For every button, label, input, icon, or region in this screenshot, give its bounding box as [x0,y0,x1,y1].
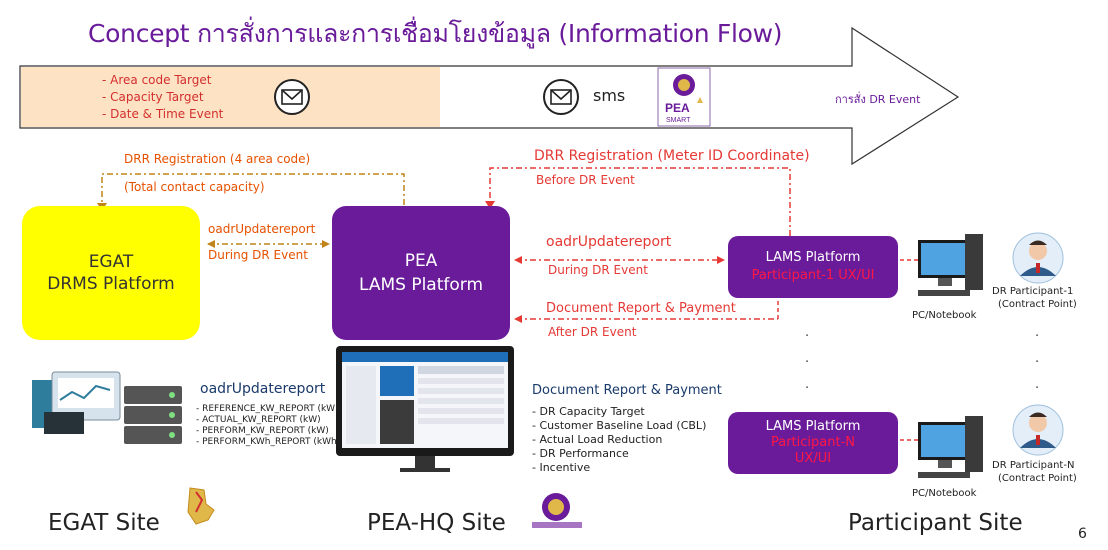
continuation-dots: ... [1035,325,1040,392]
egat-server-icon [32,371,182,444]
target-band [21,67,440,127]
pc-label-1: PC/Notebook [912,310,977,321]
lams-participant-n-box[interactable]: LAMS Platform Participant-N UX/UI [728,412,898,474]
pea-report-item: - DR Capacity Target [532,405,645,418]
participant-n-sub: (Contract Point) [998,473,1077,484]
continuation-dots: ... [805,325,810,392]
dr-command-label: การสั่ง DR Event [835,93,921,106]
pea-lams-box[interactable]: PEA LAMS Platform [332,206,510,340]
pea-report-item: - Incentive [532,461,591,474]
pea-box-line2: LAMS Platform [358,275,484,295]
lamsn-line1: LAMS Platform [765,419,861,434]
target-item: Date & Time Event [102,106,223,123]
egat-report-item: - REFERENCE_KW_REPORT (kW) [196,404,339,414]
sms-envelope-icon [543,79,579,115]
egat-box-line1: EGAT [88,252,134,272]
egat-logo [187,487,215,525]
egat-report-heading: oadrUpdatereport [200,381,326,397]
egat-report-list: - REFERENCE_KW_REPORT (kW) - ACTUAL_KW_R… [196,404,340,448]
participant-site-label: Participant Site [848,510,1023,536]
participant-1-avatar [1012,232,1064,284]
pea-report-list: - DR Capacity Target - Customer Baseline… [532,405,706,475]
pea-report-item: - Actual Load Reduction [532,433,663,446]
drr-meter-label: DRR Registration (Meter ID Coordinate) [534,148,810,164]
pea-report-heading: Document Report & Payment [532,383,722,398]
pea-part-during-label: During DR Event [548,263,648,277]
page-number: 6 [1078,526,1087,542]
pea-seal-logo [532,493,582,528]
total-capacity-label: (Total contact capacity) [124,180,265,194]
egat-pea-report-label: oadrUpdatereport [208,222,316,236]
egat-drms-box[interactable]: EGAT DRMS Platform [22,206,200,340]
drr-area-label: DRR Registration (4 area code) [124,152,311,166]
target-list: Area code Target Capacity Target Date & … [102,72,223,123]
egat-box-line2: DRMS Platform [47,274,175,294]
lams1-line1: LAMS Platform [765,250,861,265]
pea-smart-logo: PEA SMART [657,67,711,127]
pea-monitor-icon [336,346,514,472]
egat-report-item: - PERFORM_KWh_REPORT (kWh) [196,437,341,447]
participant-n-name: DR Participant-N [992,460,1075,471]
svg-text:SMART: SMART [666,117,691,124]
target-item: Capacity Target [102,89,223,106]
target-item: Area code Target [102,72,223,89]
lamsn-line2b: UX/UI [794,451,832,466]
participant-1-pc-icon [918,234,983,296]
egat-report-item: - ACTUAL_KW_REPORT (kW) [196,415,321,425]
page-title: Concept การสั่งการและการเชื่อมโยงข้อมูล … [88,19,783,48]
pc-label-n: PC/Notebook [912,488,977,499]
participant-n-avatar [1012,404,1064,456]
egat-pea-during-label: During DR Event [208,248,308,262]
after-event-label: After DR Event [548,325,637,339]
pea-report-item: - Customer Baseline Load (CBL) [532,419,707,432]
pea-part-report-label: oadrUpdatereport [546,234,672,250]
egat-report-item: - PERFORM_KW_REPORT (kW) [196,426,329,436]
lams-participant-1-box[interactable]: LAMS Platform Participant-1 UX/UI [728,236,898,298]
pea-report-item: - DR Performance [532,447,629,460]
participant-1-sub: (Contract Point) [998,299,1077,310]
before-event-label: Before DR Event [536,173,635,187]
pea-site-label: PEA-HQ Site [367,510,506,536]
egat-site-label: EGAT Site [48,510,160,536]
doc-payment-label: Document Report & Payment [546,301,736,316]
participant-n-pc-icon [918,416,983,478]
info-flow-arrow [19,26,960,166]
lamsn-line2a: Participant-N [770,435,855,450]
lams1-line2: Participant-1 UX/UI [751,268,875,283]
drr-meter-connector [489,167,791,236]
drr-area-connector [101,173,405,205]
envelope-icon [274,79,310,115]
svg-text:PEA: PEA [665,101,690,115]
participant-1-name: DR Participant-1 [992,286,1074,297]
pea-box-line1: PEA [404,251,438,271]
sms-label: sms [593,86,626,105]
